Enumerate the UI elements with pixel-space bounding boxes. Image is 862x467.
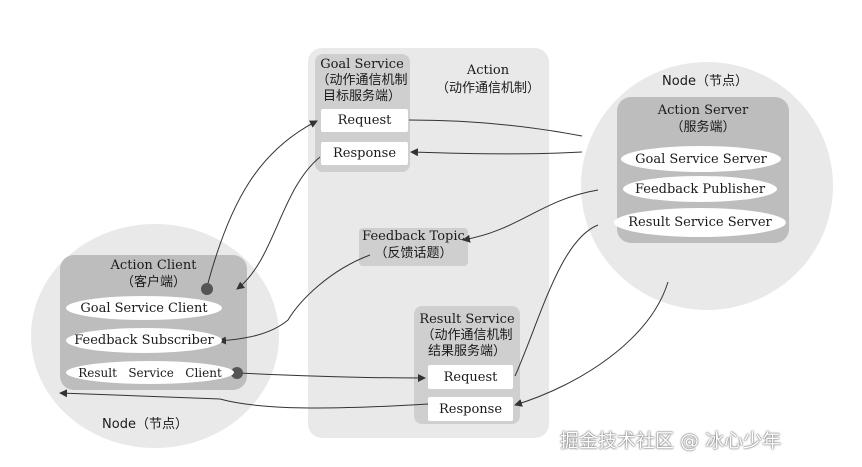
action-subtitle: （动作通信机制） [435,81,540,96]
goal-service-title: Goal Service [320,57,404,72]
goal-response-box: Response [321,142,408,165]
feedback-publisher-pill: Feedback Publisher [623,176,777,202]
client-dot-goal [201,283,213,295]
result-service-line3: 结果服务端） [427,344,506,359]
action-client-title: Action Client [110,258,197,273]
action-client-box [60,255,247,390]
result-request-box: Request [428,365,513,389]
action-client-subtitle: （客户端） [120,275,186,290]
action-title: Action [466,63,510,78]
feedback-topic-title: Feedback Topic [362,229,465,244]
client-dot-result [231,367,243,379]
result-service-title: Result Service [419,312,515,327]
goal-request-arrow [206,120,318,288]
result-request-arrow [237,372,426,382]
feedback-subscriber-pill: Feedback Subscriber [66,328,222,353]
result-service-server-pill: Result Service Server [614,208,786,237]
action-server-subtitle: （服务端） [670,120,736,135]
feedback-publish-arrow [462,189,599,243]
goal-service-client-pill: Goal Service Client [66,296,222,320]
feedback-subscribe-arrow [218,254,371,345]
goal-service-line3: 目标服务端） [322,89,401,104]
watermark: 掘金技术社区 @ 冰心少年 [560,430,782,452]
server-result-response-arrow [514,281,669,407]
server-request-line [408,119,583,137]
goal-service-server-pill: Goal Service Server [621,146,781,172]
feedback-topic-box [359,228,468,266]
server-response-arrow [410,148,583,157]
goal-request-box: Request [321,109,408,132]
server-node-label: Node（节点） [662,74,748,89]
result-response-box: Response [428,397,513,421]
result-response-arrow [59,389,429,409]
goal-service-line2: （动作通信机制 [316,73,408,88]
action-server-title: Action Server [657,103,749,118]
feedback-topic-subtitle: （反馈话题） [374,246,453,261]
server-result-line [514,224,599,377]
goal-response-arrow [236,156,321,290]
result-service-line2: （动作通信机制 [421,328,513,343]
client-node-label: Node（节点） [102,417,188,432]
result-service-client-pill: Result Service Client [66,361,234,384]
